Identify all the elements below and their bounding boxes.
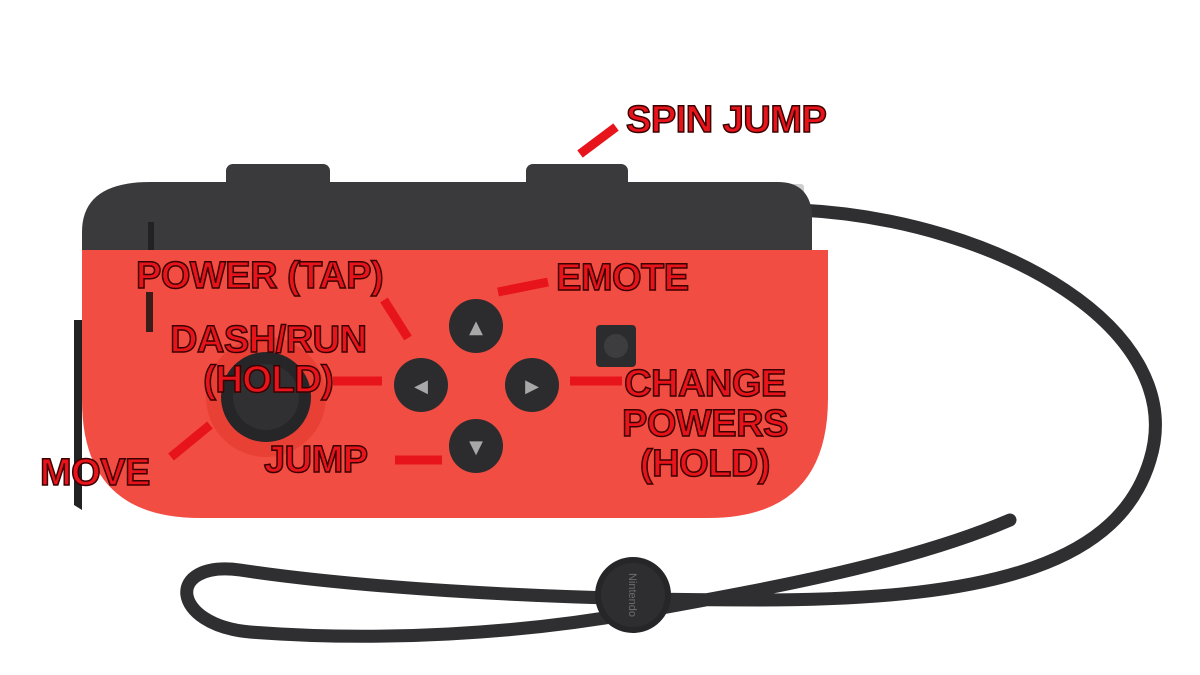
emote-label: EMOTE — [555, 257, 690, 299]
dash-run-line-1: DASH/RUN — [169, 319, 368, 361]
left-arrow-icon: ◀ — [414, 376, 428, 397]
controller-top-rail — [82, 182, 812, 252]
down-arrow-icon: ▼ — [469, 437, 483, 458]
led-indicator — [148, 222, 154, 262]
up-arrow-icon: ▲ — [469, 317, 483, 338]
emote-pointer — [497, 277, 549, 297]
change-powers-line-3: (HOLD) — [639, 443, 771, 485]
change-powers-line-2: POWERS — [621, 403, 789, 445]
change-powers-line-1: CHANGE — [623, 363, 787, 405]
jump-label: JUMP — [263, 439, 369, 481]
right-arrow-icon: ▶ — [525, 376, 539, 397]
down-button — [449, 419, 503, 473]
sync-slot — [146, 292, 153, 332]
power-tap-label: POWER (TAP) — [135, 255, 384, 297]
pointer-lines — [168, 123, 622, 465]
spin-jump-pointer — [577, 123, 619, 158]
up-button — [449, 299, 503, 353]
left-button — [394, 358, 448, 412]
move-pointer — [168, 421, 213, 461]
spin-jump-label: SPIN JUMP — [625, 99, 827, 141]
change-powers-label: CHANGE POWERS (HOLD) — [621, 363, 789, 485]
nintendo-logo: Nintendo — [626, 573, 638, 617]
move-label: MOVE — [39, 452, 151, 494]
power-pointer — [380, 297, 412, 341]
dash-run-line-2: (HOLD) — [203, 359, 335, 401]
right-button — [505, 358, 559, 412]
dash-run-label: DASH/RUN (HOLD) — [169, 319, 368, 401]
